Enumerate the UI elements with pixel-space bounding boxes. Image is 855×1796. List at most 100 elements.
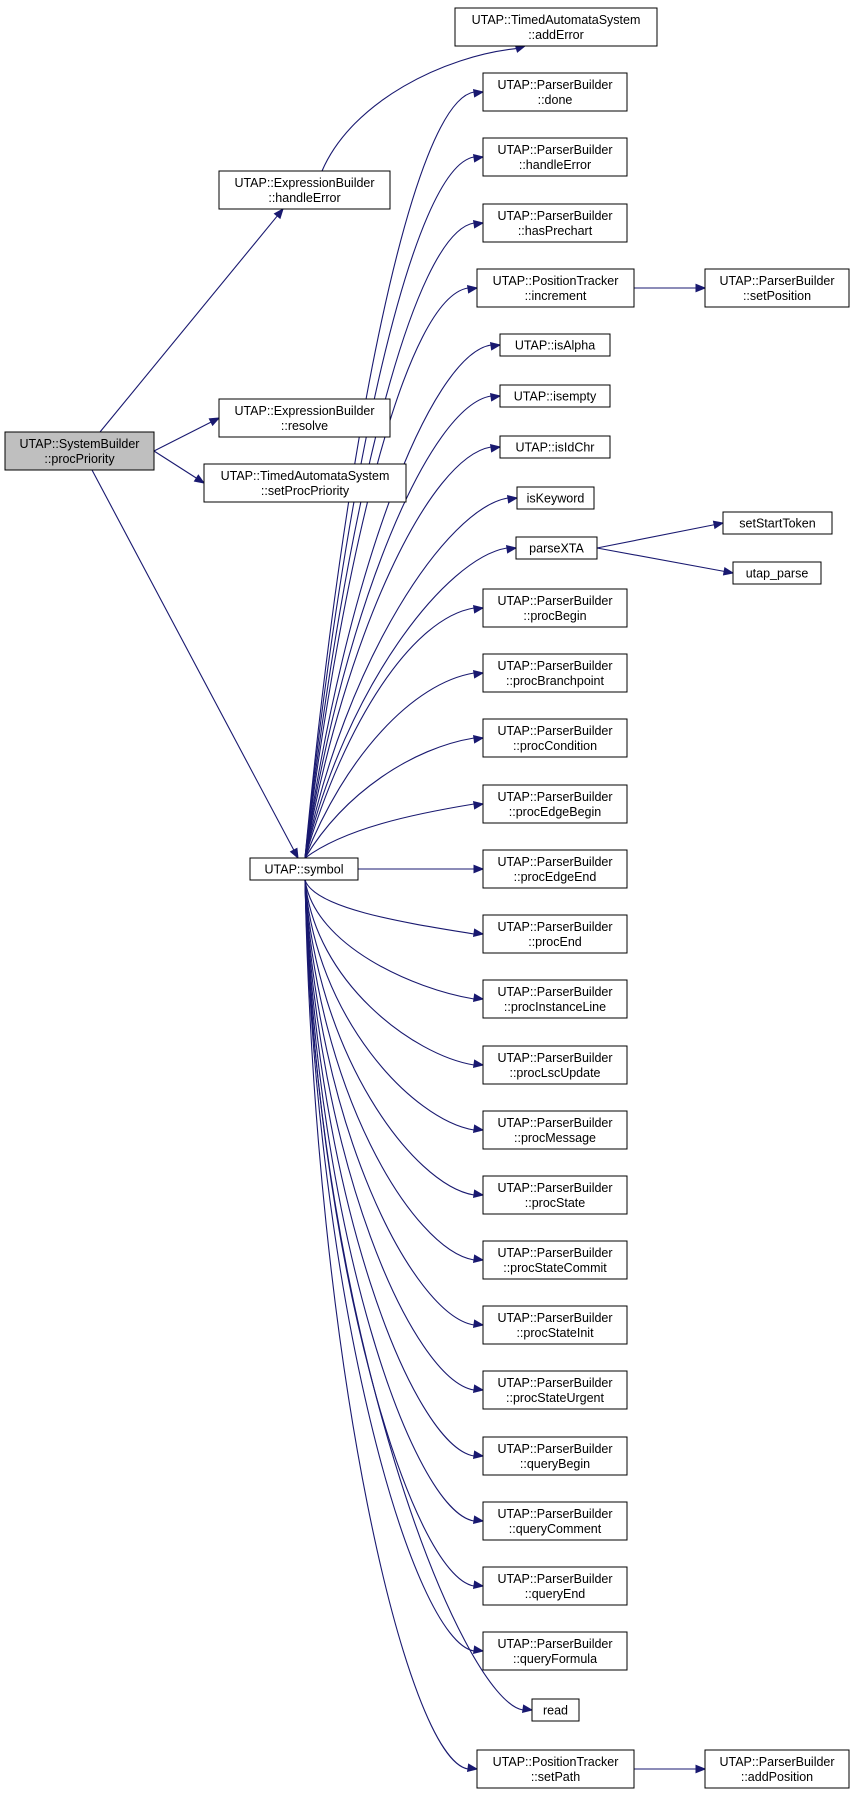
node-box <box>482 1436 628 1476</box>
node-label: UTAP::ParserBuilder <box>497 1442 612 1456</box>
node-box <box>482 137 628 177</box>
graph-node-pb-procinstanceline[interactable]: UTAP::ParserBuilder::procInstanceLine <box>482 979 628 1019</box>
node-label: setStartToken <box>739 517 815 531</box>
arrowhead <box>208 417 221 427</box>
arrowhead <box>472 1450 485 1459</box>
node-label: UTAP::TimedAutomataSystem <box>472 13 641 27</box>
graph-node-setstarttoken[interactable]: setStartToken <box>722 511 833 535</box>
graph-node-pb-done[interactable]: UTAP::ParserBuilder::done <box>482 72 628 112</box>
arrowhead <box>273 207 284 220</box>
node-label: UTAP::ParserBuilder <box>497 790 612 804</box>
graph-node-isalpha[interactable]: UTAP::isAlpha <box>499 333 611 357</box>
node-box <box>482 1045 628 1085</box>
call-edge <box>304 879 475 935</box>
arrowhead <box>472 735 485 744</box>
graph-node-parsexta[interactable]: parseXTA <box>515 536 598 560</box>
node-box <box>732 561 822 585</box>
arrowhead <box>712 520 725 530</box>
graph-node-procpriority[interactable]: UTAP::SystemBuilder::procPriority <box>4 431 155 471</box>
node-label: ::addPosition <box>741 1770 813 1784</box>
graph-node-pb-procstateurgent[interactable]: UTAP::ParserBuilder::procStateUrgent <box>482 1370 628 1410</box>
call-edge <box>304 879 475 1391</box>
arrowhead <box>466 1763 479 1772</box>
call-edge <box>304 737 475 859</box>
arrowhead <box>472 1515 485 1524</box>
node-label: UTAP::ParserBuilder <box>497 78 612 92</box>
node-box <box>499 435 611 459</box>
node-box <box>482 1110 628 1150</box>
arrowhead <box>472 1254 485 1263</box>
graph-node-pt-setpath[interactable]: UTAP::PositionTracker::setPath <box>476 1749 635 1789</box>
call-edge <box>153 421 212 452</box>
node-label: ::increment <box>525 289 587 303</box>
graph-node-pb-handleerror[interactable]: UTAP::ParserBuilder::handleError <box>482 137 628 177</box>
graph-node-pb-queryend[interactable]: UTAP::ParserBuilder::queryEnd <box>482 1566 628 1606</box>
graph-node-eb-resolve[interactable]: UTAP::ExpressionBuilder::resolve <box>218 398 391 438</box>
graph-node-pb-querycomment[interactable]: UTAP::ParserBuilder::queryComment <box>482 1501 628 1541</box>
node-label: isKeyword <box>527 492 585 506</box>
graph-node-pb-procedgebegin[interactable]: UTAP::ParserBuilder::procEdgeBegin <box>482 784 628 824</box>
graph-node-pb-setposition[interactable]: UTAP::ParserBuilder::setPosition <box>704 268 850 308</box>
arrowhead <box>472 220 485 229</box>
node-box <box>482 914 628 954</box>
arrowhead <box>472 1124 485 1133</box>
graph-node-tas-adderror[interactable]: UTAP::TimedAutomataSystem::addError <box>454 7 658 47</box>
node-box <box>482 1305 628 1345</box>
node-label: ::handleError <box>268 191 340 205</box>
graph-node-pb-procstatecommit[interactable]: UTAP::ParserBuilder::procStateCommit <box>482 1240 628 1280</box>
call-edge <box>304 287 469 859</box>
call-edge <box>304 607 475 859</box>
graph-node-pb-proclscupdate[interactable]: UTAP::ParserBuilder::procLscUpdate <box>482 1045 628 1085</box>
graph-node-pb-proccondition[interactable]: UTAP::ParserBuilder::procCondition <box>482 718 628 758</box>
node-box <box>499 333 611 357</box>
node-box <box>476 1749 635 1789</box>
graph-node-eb-handleerror[interactable]: UTAP::ExpressionBuilder::handleError <box>218 170 391 210</box>
node-label: UTAP::ParserBuilder <box>719 1755 834 1769</box>
node-label: UTAP::TimedAutomataSystem <box>221 469 390 483</box>
graph-node-pb-procstateinit[interactable]: UTAP::ParserBuilder::procStateInit <box>482 1305 628 1345</box>
arrowhead <box>722 567 735 576</box>
graph-node-iskeyword[interactable]: isKeyword <box>516 486 595 510</box>
arrowhead <box>289 847 299 860</box>
call-edge <box>304 879 524 1711</box>
graph-node-pb-queryformula[interactable]: UTAP::ParserBuilder::queryFormula <box>482 1631 628 1671</box>
graph-node-pb-addposition[interactable]: UTAP::ParserBuilder::addPosition <box>704 1749 850 1789</box>
call-edge <box>304 879 475 1326</box>
node-label: ::procInstanceLine <box>504 1000 606 1014</box>
graph-node-pb-querybegin[interactable]: UTAP::ParserBuilder::queryBegin <box>482 1436 628 1476</box>
graph-node-utap-parse[interactable]: utap_parse <box>732 561 822 585</box>
node-label: UTAP::ParserBuilder <box>497 1246 612 1260</box>
node-box <box>482 1501 628 1541</box>
node-label: UTAP::isIdChr <box>516 441 595 455</box>
graph-node-isempty[interactable]: UTAP::isempty <box>499 384 611 408</box>
graph-node-pb-procmessage[interactable]: UTAP::ParserBuilder::procMessage <box>482 1110 628 1150</box>
graph-node-pb-procbegin[interactable]: UTAP::ParserBuilder::procBegin <box>482 588 628 628</box>
node-box <box>454 7 658 47</box>
graph-node-isidchr[interactable]: UTAP::isIdChr <box>499 435 611 459</box>
node-box <box>499 384 611 408</box>
graph-node-pt-increment[interactable]: UTAP::PositionTracker::increment <box>476 268 635 308</box>
node-label: parseXTA <box>529 542 584 556</box>
graph-node-pb-procbranchpoint[interactable]: UTAP::ParserBuilder::procBranchpoint <box>482 653 628 693</box>
graph-node-tas-setprocpriority[interactable]: UTAP::TimedAutomataSystem::setProcPriori… <box>203 463 407 503</box>
graph-node-pb-procend[interactable]: UTAP::ParserBuilder::procEnd <box>482 914 628 954</box>
node-label: UTAP::ParserBuilder <box>719 274 834 288</box>
node-label: ::hasPrechart <box>518 224 593 238</box>
graph-node-pb-hasprechart[interactable]: UTAP::ParserBuilder::hasPrechart <box>482 203 628 243</box>
node-label: UTAP::ParserBuilder <box>497 1507 612 1521</box>
node-box <box>722 511 833 535</box>
graph-node-pb-procedgeend[interactable]: UTAP::ParserBuilder::procEdgeEnd <box>482 849 628 889</box>
call-edge <box>304 879 475 1196</box>
node-box <box>531 1698 580 1722</box>
node-label: ::resolve <box>281 419 328 433</box>
graph-node-pb-procstate[interactable]: UTAP::ParserBuilder::procState <box>482 1175 628 1215</box>
node-label: ::procMessage <box>514 1131 596 1145</box>
graph-node-read[interactable]: read <box>531 1698 580 1722</box>
node-label: ::queryComment <box>509 1522 602 1536</box>
node-label: UTAP::ParserBuilder <box>497 1051 612 1065</box>
node-label: ::procBranchpoint <box>506 674 605 688</box>
graph-node-symbol[interactable]: UTAP::symbol <box>249 857 359 881</box>
node-label: UTAP::ParserBuilder <box>497 143 612 157</box>
node-label: ::procEnd <box>528 935 582 949</box>
